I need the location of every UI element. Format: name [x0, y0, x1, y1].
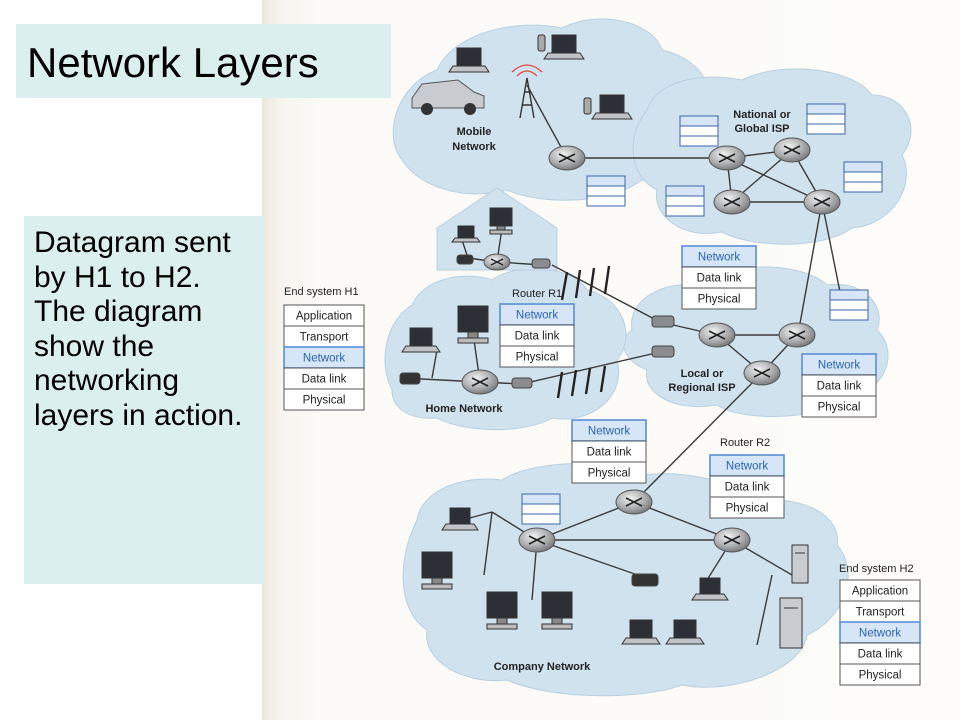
- laptop-icon: [543, 34, 585, 60]
- layer-box: [839, 663, 921, 686]
- cell-tower-icon: [511, 64, 543, 119]
- caption-h1: End system H1: [284, 286, 359, 298]
- server-icon: [791, 544, 809, 584]
- layer-box: [499, 345, 575, 368]
- laptop-icon: [448, 47, 490, 73]
- layer-label: Network: [516, 310, 558, 322]
- laptop-icon: [401, 327, 441, 353]
- router-local-2: [778, 322, 816, 348]
- layer-label: Data link: [515, 331, 560, 343]
- end-devices: [401, 34, 809, 649]
- layer-label: Physical: [859, 670, 902, 682]
- router-global-1: [708, 145, 746, 171]
- router-global-3: [713, 189, 751, 215]
- caption-router-r1: Router R1: [512, 288, 562, 300]
- description-box: Datagram sent by H1 to H2. The diagram s…: [24, 216, 264, 584]
- caption-router-r2: Router R2: [720, 437, 770, 449]
- laptop-icon: [451, 225, 481, 243]
- global-isp-cloud: [632, 68, 912, 245]
- laptop-icon: [441, 507, 479, 531]
- layer-label: Data link: [725, 482, 770, 494]
- layer-label: Transport: [300, 332, 350, 344]
- layer-label: Application: [296, 311, 352, 323]
- router-r1: [461, 369, 499, 395]
- label-global-isp-2: Global ISP: [734, 123, 789, 135]
- router-global-4: [803, 189, 841, 215]
- router-mobile: [548, 145, 586, 171]
- routing-tables: [521, 103, 883, 525]
- label-home-network: Home Network: [425, 403, 503, 415]
- layer-label: Data link: [858, 649, 903, 661]
- network-diagram: Mobile Network National or Global ISP Lo…: [283, 18, 921, 697]
- desktop-icon: [457, 305, 489, 344]
- layer-label: Network: [303, 353, 345, 365]
- router-company-2: [518, 527, 556, 553]
- router-local-1: [698, 322, 736, 348]
- telephone-poles: [556, 265, 611, 399]
- layer-box: [681, 287, 757, 310]
- routers: [461, 137, 841, 553]
- layer-label: Network: [588, 426, 630, 438]
- laptop-icon: [691, 577, 729, 601]
- layer-box: [801, 395, 877, 418]
- label-company-network: Company Network: [494, 661, 591, 673]
- caption-h2: End system H2: [839, 563, 914, 575]
- router-home-upper: [483, 253, 511, 271]
- layer-label: Data link: [302, 374, 347, 386]
- slide-description: Datagram sent by H1 to H2. The diagram s…: [34, 226, 243, 432]
- layer-label: Physical: [588, 468, 631, 480]
- layer-label: Network: [698, 252, 740, 264]
- desktop-icon: [541, 591, 573, 630]
- layer-label: Transport: [856, 607, 906, 619]
- desktop-icon: [486, 591, 518, 630]
- desktop-icon: [489, 207, 513, 235]
- title-box: Network Layers: [16, 24, 391, 98]
- layer-label: Physical: [698, 294, 741, 306]
- modems: [399, 254, 675, 587]
- layer-label: Data link: [817, 381, 862, 393]
- label-local-isp-2: Regional ISP: [668, 382, 735, 394]
- label-local-isp-1: Local or: [681, 368, 725, 380]
- layer-box: [283, 388, 365, 411]
- label-mobile-network-2: Network: [452, 141, 496, 153]
- layer-label: Application: [852, 586, 908, 598]
- layer-label: Network: [818, 360, 860, 372]
- router-company-1: [615, 489, 653, 515]
- layer-box: [709, 496, 785, 519]
- server-icon: [779, 597, 803, 649]
- laptop-icon: [621, 619, 661, 645]
- layer-label: Physical: [726, 503, 769, 515]
- laptop-icon: [591, 94, 633, 120]
- layer-label: Data link: [587, 447, 632, 459]
- layer-label: Network: [726, 461, 768, 473]
- layer-label: Physical: [818, 402, 861, 414]
- layer-label: Physical: [516, 352, 559, 364]
- slide-title: Network Layers: [27, 39, 319, 86]
- router-local-3: [743, 360, 781, 386]
- laptop-icon: [665, 619, 705, 645]
- car-icon: [411, 79, 485, 115]
- layer-box: [571, 461, 647, 484]
- layer-label: Data link: [697, 273, 742, 285]
- router-global-2: [773, 137, 811, 163]
- router-r2: [713, 527, 751, 553]
- label-global-isp-1: National or: [733, 109, 791, 121]
- phone-icon: [583, 97, 592, 115]
- label-mobile-network-1: Mobile: [457, 126, 492, 138]
- phone-icon: [537, 34, 546, 52]
- desktop-icon: [421, 551, 453, 590]
- layer-label: Network: [859, 628, 901, 640]
- layer-label: Physical: [303, 395, 346, 407]
